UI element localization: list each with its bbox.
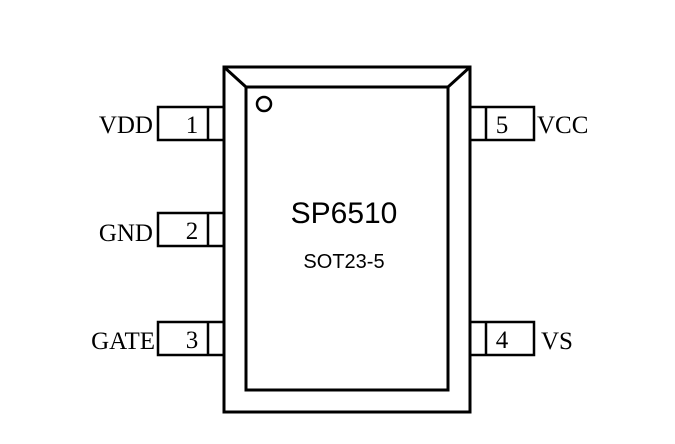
package-label: SOT23-5 xyxy=(303,251,384,273)
pin-5-number: 5 xyxy=(496,112,509,139)
pin-4-number: 4 xyxy=(496,327,509,354)
bevel-top-right xyxy=(446,65,472,89)
bevel-top-left xyxy=(222,65,248,89)
pin-2-name: GND xyxy=(99,220,153,247)
pin-4-name: VS xyxy=(541,328,573,355)
pin-2-number: 2 xyxy=(186,218,199,245)
pin-3-name: GATE xyxy=(91,328,155,355)
pin-5 xyxy=(468,105,536,142)
part-number-label: SP6510 xyxy=(291,197,398,230)
pin-1-number: 1 xyxy=(186,112,199,139)
pin-2 xyxy=(156,211,226,248)
package-outline xyxy=(222,65,472,414)
pin1-marker-icon xyxy=(255,95,273,113)
pin-3-number: 3 xyxy=(186,327,199,354)
pin-3 xyxy=(156,320,226,357)
package-inner-outline xyxy=(244,85,450,392)
pin-1 xyxy=(156,105,226,142)
pin-1-name: VDD xyxy=(99,112,153,139)
pin-4 xyxy=(468,320,536,357)
pin-5-name: VCC xyxy=(537,112,588,139)
